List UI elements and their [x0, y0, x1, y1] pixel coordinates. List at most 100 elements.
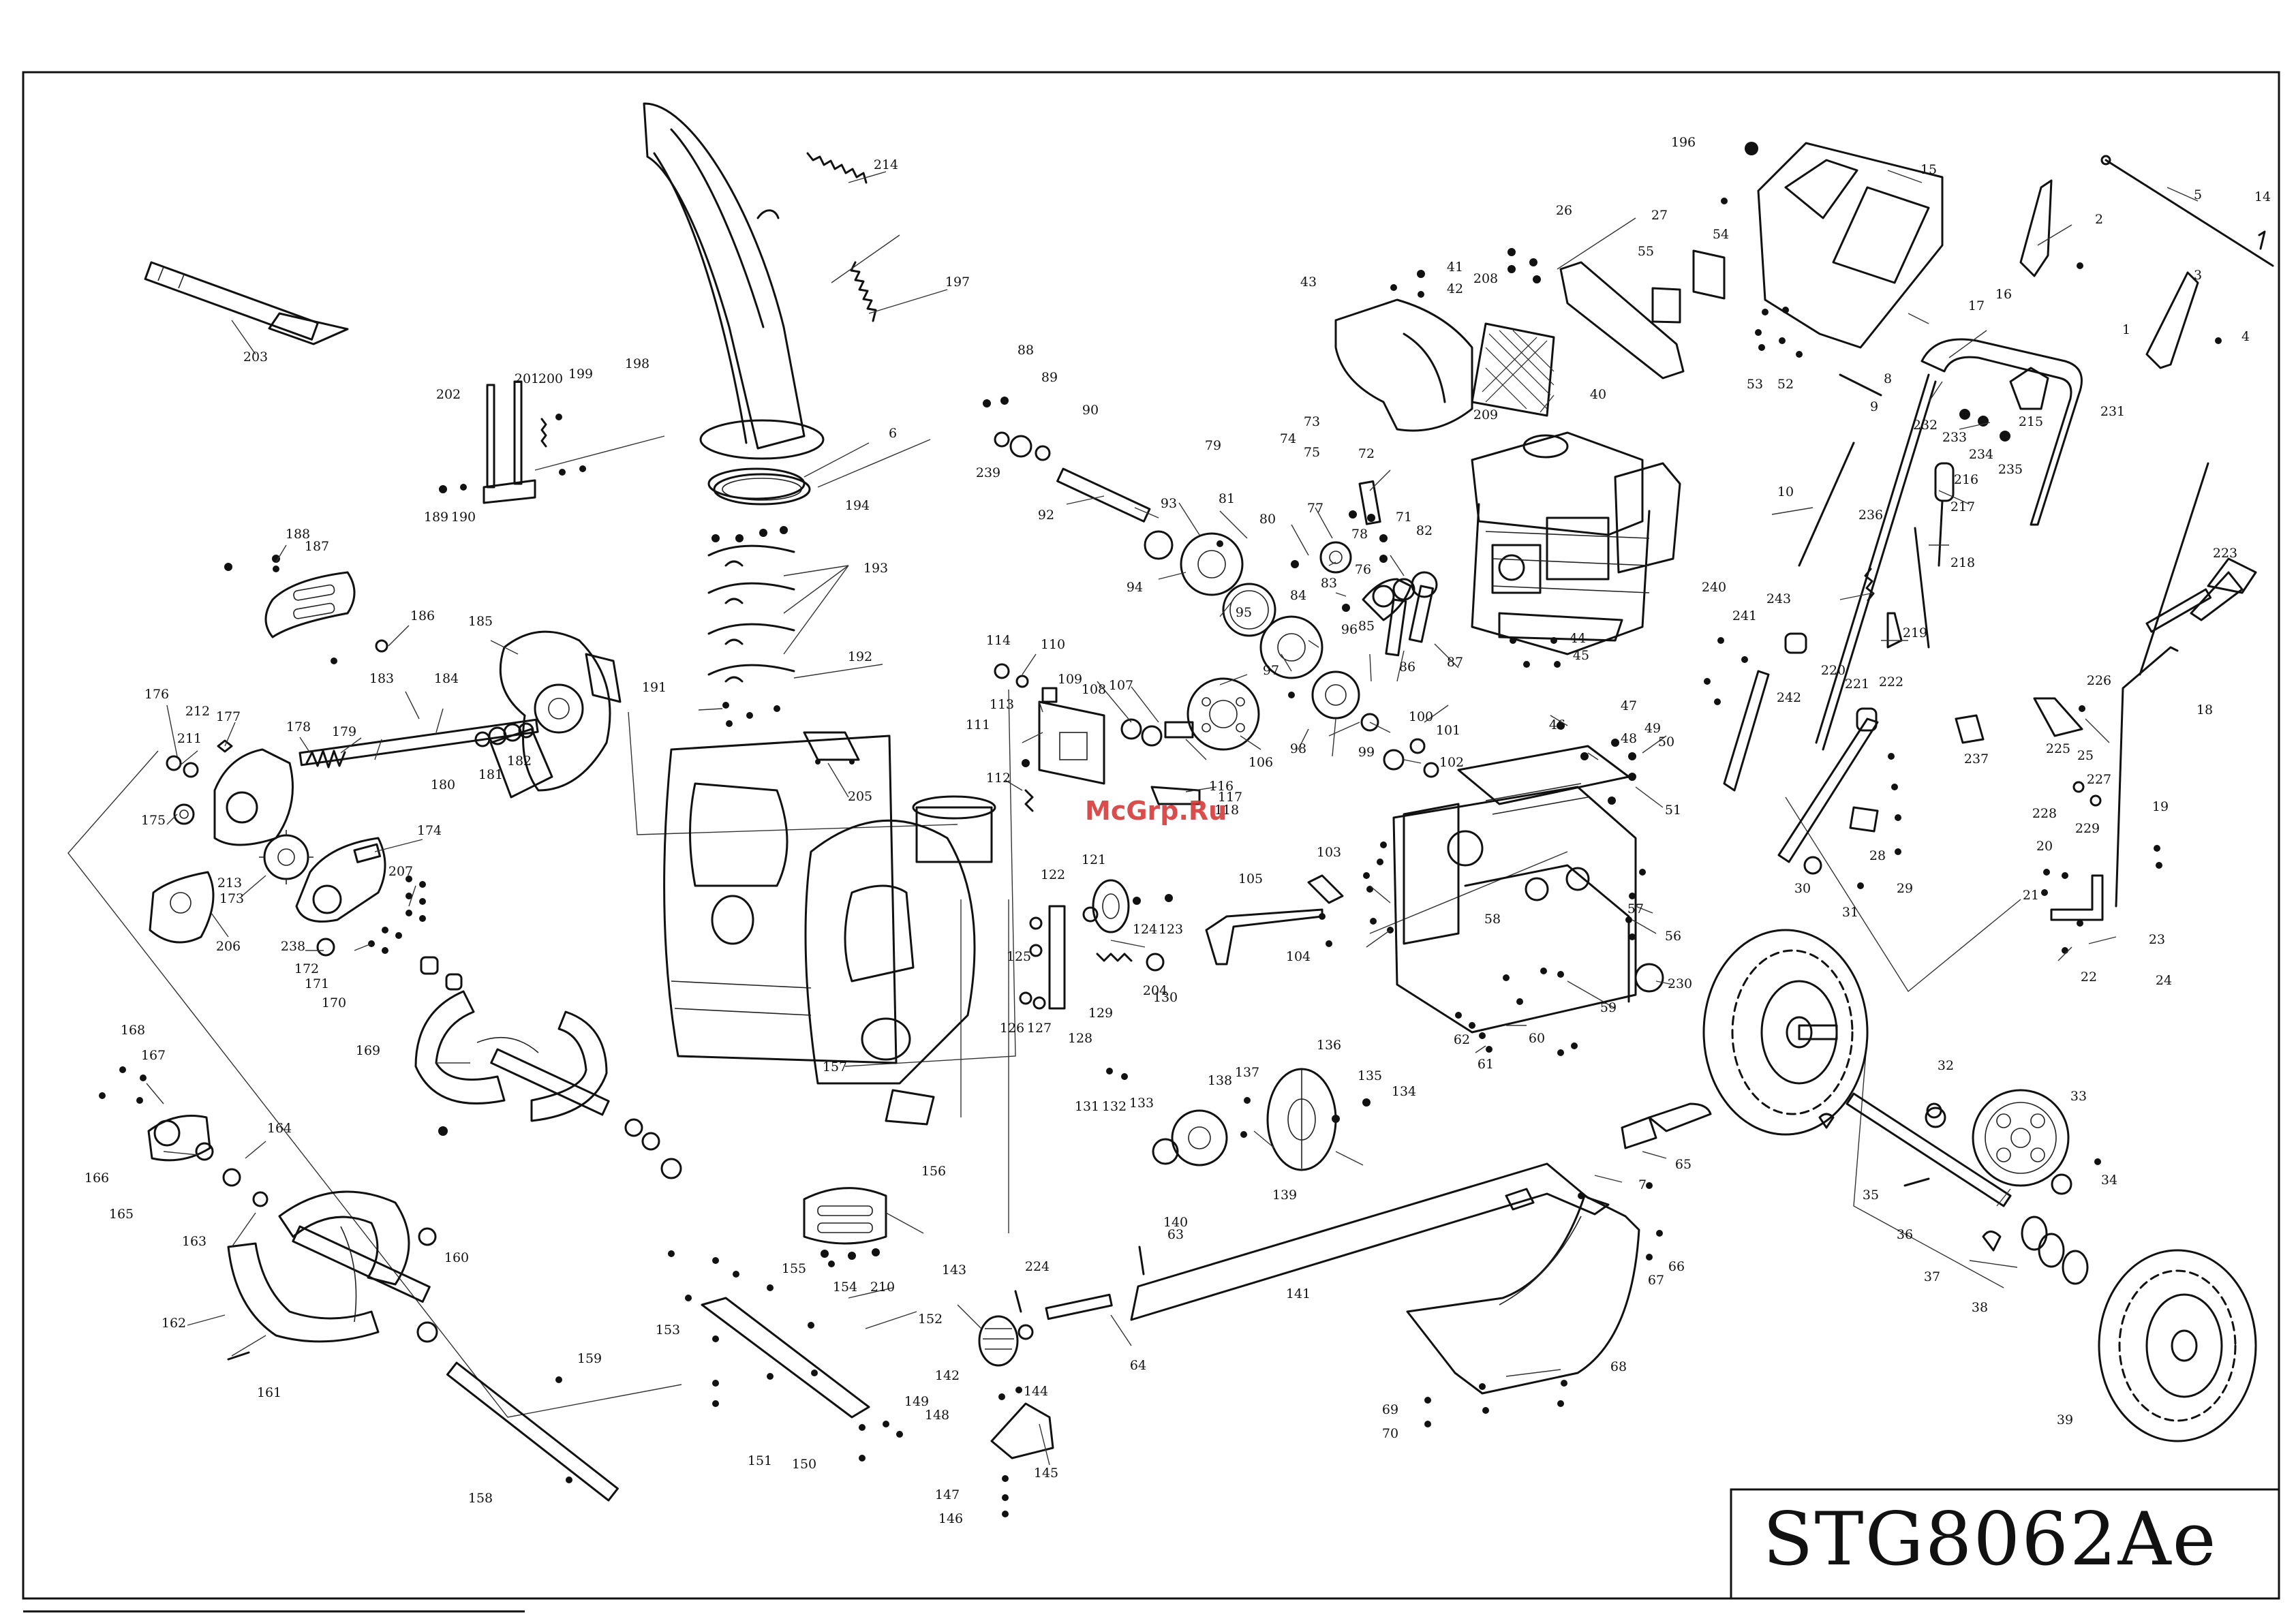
wheel-spacers-38	[1982, 1216, 2089, 1285]
callout-206: 206	[216, 939, 241, 954]
callout-159: 159	[577, 1351, 602, 1366]
callout-63: 63	[1167, 1227, 1184, 1242]
callout-142: 142	[935, 1368, 960, 1383]
callout-19: 19	[2152, 799, 2169, 814]
callout-129: 129	[1088, 1006, 1113, 1021]
callout-208: 208	[1473, 271, 1498, 286]
bracket-145	[990, 1387, 1054, 1517]
callout-207: 207	[388, 864, 413, 879]
callout-165: 165	[109, 1207, 134, 1222]
callout-183: 183	[369, 671, 394, 686]
wheel-39	[2098, 1249, 2257, 1442]
callout-69: 69	[1382, 1402, 1398, 1417]
callout-114: 114	[986, 633, 1011, 648]
spring-214	[806, 152, 887, 184]
callout-50: 50	[1658, 735, 1674, 749]
callout-56: 56	[1665, 929, 1681, 944]
idler-96-101	[1288, 692, 1439, 778]
worm-gear-173	[259, 830, 313, 884]
callout-130: 130	[1153, 990, 1178, 1005]
pin-63	[1138, 1246, 1145, 1276]
callout-43: 43	[1300, 275, 1317, 290]
callout-177: 177	[216, 709, 241, 724]
callout-81: 81	[1219, 491, 1235, 506]
callout-213: 213	[217, 876, 242, 891]
callout-176: 176	[144, 687, 169, 702]
callout-214: 214	[874, 157, 898, 172]
callout-216: 216	[1954, 472, 1978, 487]
callout-93: 93	[1161, 496, 1177, 511]
callout-59: 59	[1600, 1000, 1617, 1015]
callout-1: 1	[2122, 322, 2130, 337]
impeller-185	[489, 630, 622, 799]
callout-117: 117	[1218, 790, 1242, 805]
callout-27: 27	[1651, 208, 1668, 223]
callout-95: 95	[1236, 605, 1252, 620]
callout-228: 228	[2032, 806, 2057, 821]
callout-239: 239	[976, 465, 1000, 480]
callout-164: 164	[267, 1121, 292, 1136]
callout-61: 61	[1478, 1057, 1494, 1072]
callout-233: 233	[1942, 430, 1967, 445]
callout-53: 53	[1747, 377, 1763, 392]
callout-79: 79	[1205, 438, 1221, 453]
callout-243: 243	[1766, 591, 1791, 606]
gearbox-fasteners	[316, 876, 463, 991]
callout-209: 209	[1473, 407, 1498, 422]
shift-arm-105	[1205, 908, 1323, 965]
callout-166: 166	[85, 1171, 109, 1186]
callout-104: 104	[1286, 949, 1311, 964]
callout-7: 7	[1638, 1177, 1647, 1192]
callout-5: 5	[2194, 187, 2202, 202]
callout-54: 54	[1713, 227, 1729, 242]
callout-33: 33	[2070, 1089, 2087, 1104]
callout-122: 122	[1041, 867, 1065, 882]
auger-shaft-179	[299, 718, 539, 769]
callout-87: 87	[1447, 655, 1463, 670]
callout-127: 127	[1027, 1021, 1052, 1036]
callout-15: 15	[1920, 162, 1937, 177]
callout-149: 149	[904, 1394, 929, 1409]
callout-60: 60	[1529, 1031, 1545, 1046]
callout-42: 42	[1447, 281, 1463, 296]
callout-20: 20	[2036, 839, 2053, 854]
callout-201: 201	[515, 371, 539, 386]
callout-189: 189	[424, 510, 448, 525]
callout-73: 73	[1304, 414, 1320, 429]
callout-168: 168	[121, 1023, 145, 1038]
callout-84: 84	[1290, 588, 1306, 603]
bracket-205	[803, 731, 860, 764]
callout-184: 184	[434, 671, 459, 686]
callout-153: 153	[656, 1323, 680, 1338]
callout-220: 220	[1821, 663, 1846, 678]
callout-123: 123	[1159, 922, 1183, 937]
callout-172: 172	[294, 961, 319, 976]
callout-215: 215	[2019, 414, 2043, 429]
callout-197: 197	[945, 275, 970, 290]
callout-76: 76	[1355, 562, 1371, 577]
callout-71: 71	[1396, 510, 1412, 525]
callout-204: 204	[1143, 983, 1167, 998]
watermark-text: McGrp.Ru	[1085, 796, 1227, 826]
callout-151: 151	[748, 1453, 772, 1468]
callout-143: 143	[942, 1263, 966, 1278]
callout-67: 67	[1648, 1273, 1664, 1288]
callout-237: 237	[1964, 752, 1989, 767]
callout-102: 102	[1439, 755, 1464, 770]
callout-26: 26	[1556, 203, 1572, 218]
callout-80: 80	[1259, 512, 1276, 527]
callout-106: 106	[1249, 755, 1273, 770]
wheel-left	[1702, 929, 1869, 1136]
callout-128: 128	[1068, 1031, 1092, 1046]
callout-136: 136	[1317, 1038, 1341, 1053]
callout-70: 70	[1382, 1426, 1398, 1441]
callout-144: 144	[1024, 1384, 1048, 1399]
callout-182: 182	[507, 754, 532, 769]
callout-10: 10	[1777, 484, 1794, 499]
bracket-242-243	[1704, 632, 1807, 792]
callout-234: 234	[1969, 447, 1993, 462]
callout-109: 109	[1058, 672, 1082, 687]
rod-5	[2100, 155, 2274, 267]
callout-203: 203	[243, 350, 268, 365]
callout-217: 217	[1950, 499, 1975, 514]
